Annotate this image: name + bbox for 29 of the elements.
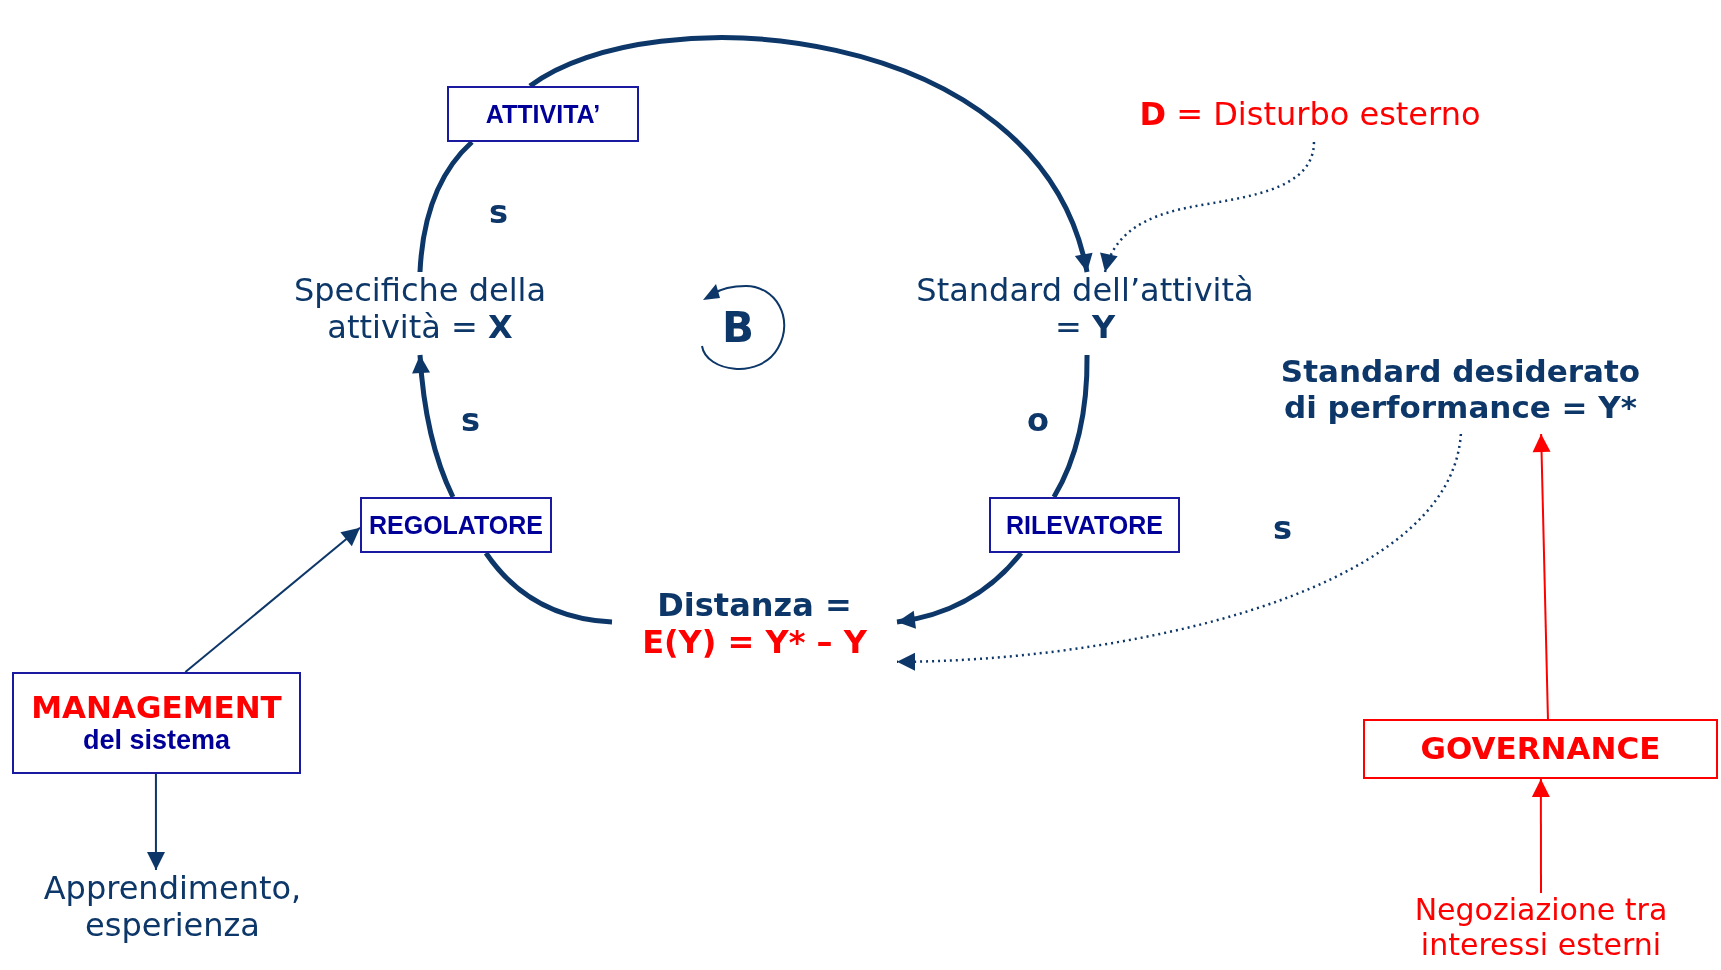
loop-label: B [722, 305, 754, 351]
box-label: RILEVATORE [1006, 510, 1163, 540]
arrow [896, 551, 1023, 629]
formula-text: E(Y) = Y* – Y [642, 624, 867, 661]
box-label: GOVERNANCE [1420, 731, 1661, 767]
variable-label: Standard dell’attività = Y [915, 272, 1255, 355]
arrow [146, 773, 165, 871]
arrow [1531, 778, 1550, 894]
governance-box [1363, 719, 1718, 779]
outcome-label: Apprendimento, esperienza [25, 870, 320, 954]
box-title: MANAGEMENT [31, 689, 282, 726]
input-label: Negoziazione tra interessi esterni [1380, 893, 1702, 969]
box-label: REGOLATORE [368, 510, 544, 540]
box-label: ATTIVITA’ [485, 99, 601, 129]
process-box [447, 86, 639, 142]
process-box [989, 497, 1180, 553]
disturbance-label: D = Disturbo esterno [1090, 96, 1530, 142]
management-box [12, 672, 301, 774]
variable-label: Specifiche della attività = X [255, 272, 585, 355]
variable-label: Standard desiderato di performance = Y* [1273, 354, 1648, 434]
box-subtitle: del sistema [82, 725, 231, 757]
formula-label: Distanza = [657, 587, 852, 624]
dotted-arrow [896, 433, 1463, 671]
process-box [360, 497, 552, 553]
arrow [528, 35, 1091, 273]
arrow [1532, 433, 1551, 720]
arrow [184, 526, 361, 673]
arrow [412, 354, 456, 499]
dotted-arrow [1101, 141, 1316, 273]
